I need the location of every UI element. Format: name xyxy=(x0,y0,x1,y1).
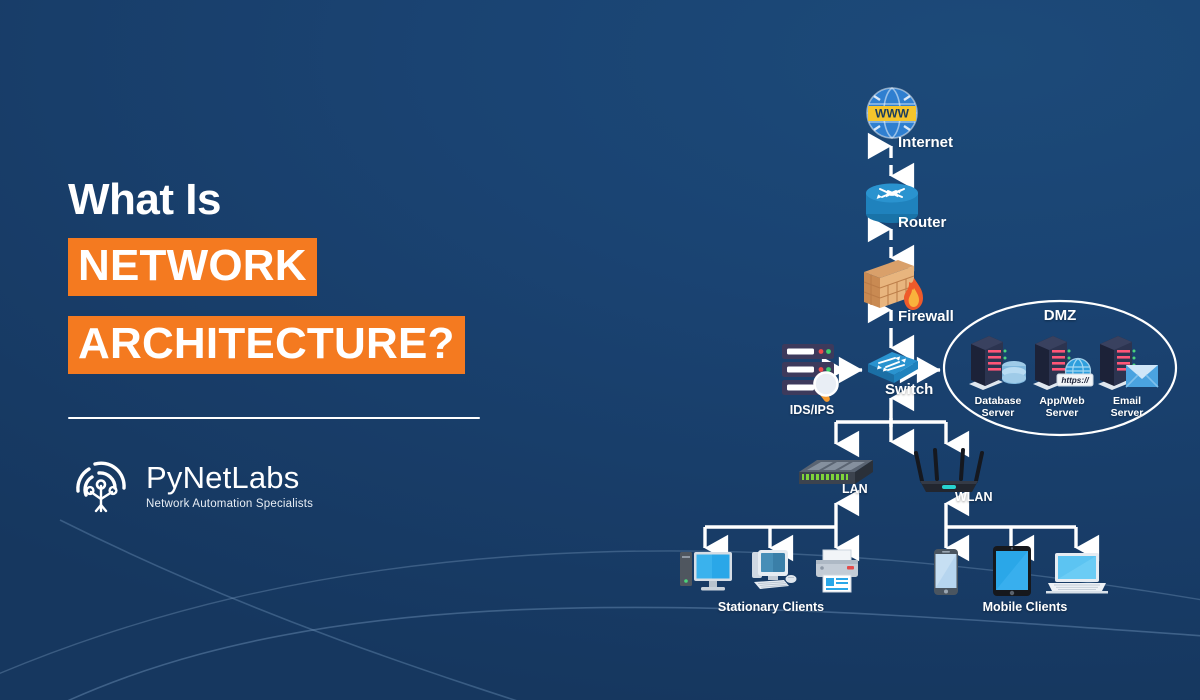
node-printer[interactable] xyxy=(812,548,862,599)
brand-logo: PyNetLabs Network Automation Specialists xyxy=(70,455,313,517)
router-icon xyxy=(866,183,918,223)
node-lan[interactable] xyxy=(795,452,877,501)
brand-name: PyNetLabs xyxy=(146,459,300,495)
workstation-icon xyxy=(752,550,797,589)
node-appweb-server-label: App/Web Server xyxy=(1039,395,1084,419)
brand-tagline: Network Automation Specialists xyxy=(146,497,314,510)
server-magnifier-icon xyxy=(782,344,839,402)
node-database-server-label-line1: Database xyxy=(974,395,1022,407)
globe-www-icon: WWW xyxy=(866,87,918,139)
title-divider xyxy=(68,417,480,419)
node-switch[interactable] xyxy=(864,348,922,393)
node-wlan-label: WLAN xyxy=(955,490,993,504)
node-database-server-label: Database Server xyxy=(975,395,1022,419)
node-idsips-label: IDS/IPS xyxy=(789,403,835,417)
node-desktop[interactable] xyxy=(678,548,734,599)
node-internet[interactable]: WWW xyxy=(864,84,920,147)
brand-text: PyNetLabs Network Automation Specialists xyxy=(146,462,313,511)
laptop-icon xyxy=(1046,553,1108,594)
page-title-highlight2: ARCHITECTURE? xyxy=(68,316,465,374)
hero-block: What Is NETWORK ARCHITECTURE? xyxy=(68,178,628,394)
ethernet-switch-icon xyxy=(799,460,873,484)
node-email-server-label-line2: Server xyxy=(1110,407,1144,420)
dmz-boundary xyxy=(942,299,1178,437)
node-email-server-label-line1: Email xyxy=(1112,395,1142,407)
server-database-icon xyxy=(969,336,1026,390)
page-title-line1: What Is xyxy=(68,175,221,224)
circuit-node-icon xyxy=(76,461,126,513)
smartphone-icon xyxy=(934,549,958,595)
desktop-computer-icon xyxy=(680,552,732,591)
stationary-clients-label: Stationary Clients xyxy=(717,600,825,614)
node-firewall-label: Firewall xyxy=(898,308,954,325)
node-tablet[interactable] xyxy=(990,545,1034,602)
switch-icon xyxy=(868,352,918,383)
node-idsips[interactable] xyxy=(776,340,848,407)
node-database-server[interactable] xyxy=(963,334,1029,397)
printer-icon xyxy=(816,549,858,593)
node-lan-label: LAN xyxy=(842,482,868,496)
network-architecture-diagram: DMZ WWW Internet xyxy=(640,0,1200,700)
page-title-highlight2-row: ARCHITECTURE? xyxy=(68,316,628,384)
server-globe-https-icon: https:// xyxy=(1033,336,1094,390)
node-laptop[interactable] xyxy=(1046,552,1108,599)
node-wlan[interactable] xyxy=(910,447,988,502)
svg-text:https://: https:// xyxy=(1061,376,1089,385)
wireless-router-icon xyxy=(914,448,984,492)
node-email-server-label: Email Server xyxy=(1111,395,1144,419)
node-router-label: Router xyxy=(898,214,947,231)
server-envelope-icon xyxy=(1098,336,1159,390)
node-appweb-server[interactable]: https:// xyxy=(1027,334,1097,397)
diagram-connectors xyxy=(703,132,1100,562)
tablet-icon xyxy=(993,546,1031,596)
mobile-clients-label: Mobile Clients xyxy=(982,600,1068,614)
page-title-highlight1: NETWORK xyxy=(68,238,317,296)
node-appweb-server-label-line2: Server xyxy=(1045,407,1079,420)
node-switch-label: Switch xyxy=(885,381,934,398)
node-firewall[interactable] xyxy=(858,256,930,319)
brick-wall-flame-icon xyxy=(863,260,923,310)
node-email-server[interactable] xyxy=(1092,334,1162,397)
node-smartphone[interactable] xyxy=(928,548,964,601)
node-router[interactable] xyxy=(862,180,922,233)
dmz-label: DMZ xyxy=(1043,307,1077,324)
node-internet-label: Internet xyxy=(898,134,954,151)
node-appweb-server-label-line1: App/Web xyxy=(1039,395,1085,407)
node-database-server-label-line2: Server xyxy=(981,407,1015,420)
page-title-highlight1-row: NETWORK xyxy=(68,238,628,306)
svg-text:WWW: WWW xyxy=(875,107,910,121)
node-workstation[interactable] xyxy=(744,548,800,599)
